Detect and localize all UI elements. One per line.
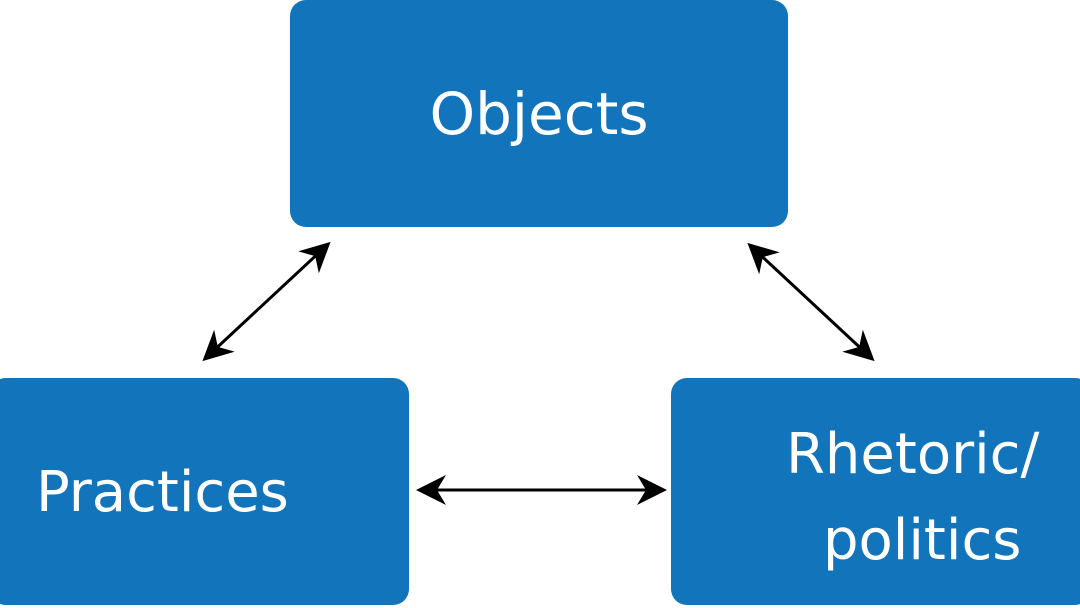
arrow-objects-practices — [202, 241, 331, 362]
objects-label: Objects — [429, 79, 649, 148]
rhetoric-politics-box: Rhetoric/ politics — [671, 378, 1080, 605]
practices-label: Practices — [36, 460, 289, 525]
arrow-objects-rhetoric — [747, 242, 875, 362]
objects-box: Objects — [290, 0, 788, 227]
practices-box: Practices — [0, 378, 409, 605]
rhetoric-label: Rhetoric/ — [786, 422, 1040, 487]
politics-label: politics — [823, 508, 1022, 573]
